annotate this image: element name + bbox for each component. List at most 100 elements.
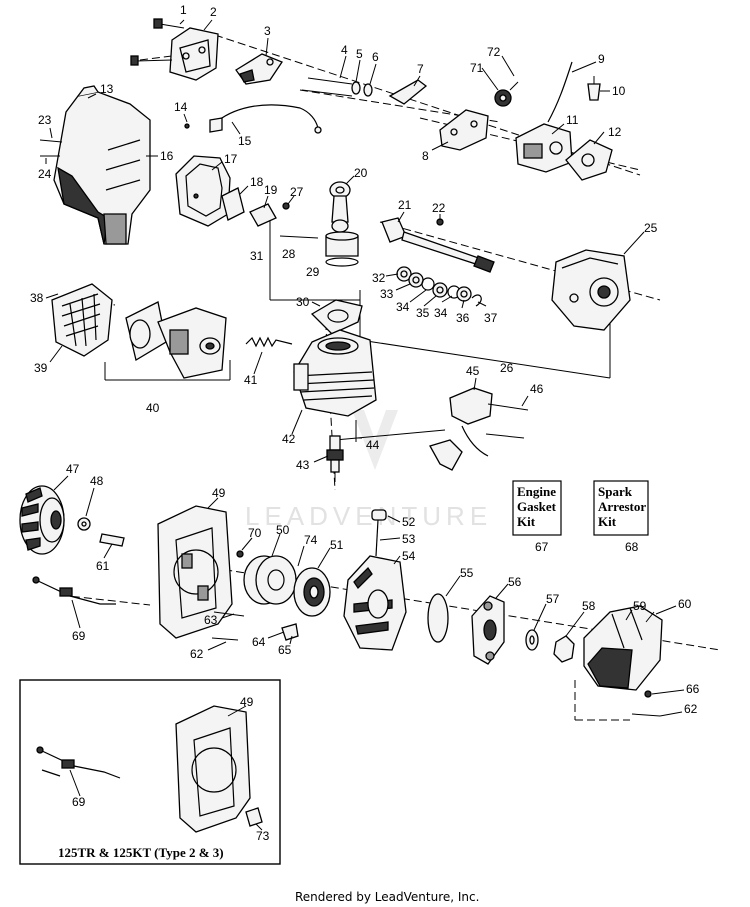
callout-number: 38 <box>30 291 44 305</box>
callout-number: 24 <box>38 167 52 181</box>
callout-number: 41 <box>244 373 258 387</box>
piston <box>279 231 359 267</box>
clutch-51 <box>293 567 331 617</box>
callout-number: 10 <box>612 84 626 98</box>
callout-number: 13 <box>100 82 114 96</box>
callout-number: 44 <box>366 438 380 452</box>
back-plate-17 <box>175 155 231 227</box>
callout-number: 71 <box>470 61 484 75</box>
callout-number: 46 <box>530 382 544 396</box>
callout-number: 51 <box>330 538 344 552</box>
callout-number: 34 <box>434 306 448 320</box>
callout-number: 11 <box>566 113 579 127</box>
plate-19 <box>249 203 277 227</box>
spark-arrestor-kit-box: Spark Arrestor Kit 68 <box>593 480 649 554</box>
callout-number: 18 <box>250 175 264 189</box>
kit-title-line: Arrestor <box>598 499 646 514</box>
filter-cover-39 <box>51 283 113 357</box>
kit-title-line: Engine <box>517 484 556 499</box>
ignition-coil-45 <box>429 387 529 471</box>
bearings <box>396 266 482 307</box>
callout-number: 40 <box>146 401 160 415</box>
callout-number: 34 <box>396 300 410 314</box>
footer-credit: Rendered by LeadVenture, Inc. <box>295 890 479 904</box>
top-parts <box>130 18 613 181</box>
callout-number: 15 <box>238 134 252 148</box>
starter-handle-52 <box>371 509 387 557</box>
callout-number: 7 <box>417 62 424 76</box>
plate-55 <box>427 593 449 643</box>
callout-number: 37 <box>484 311 498 325</box>
spark-plug-43 <box>326 435 344 482</box>
cam-56 <box>471 595 505 665</box>
inset-caption: 125TR & 125KT (Type 2 & 3) <box>58 845 224 860</box>
callout-number: 26 <box>500 361 514 375</box>
callout-number: 56 <box>508 575 522 589</box>
callout-number: 72 <box>487 45 501 59</box>
fuel-hose-9 <box>547 61 573 123</box>
callout-number: 43 <box>296 458 310 472</box>
kit-part-number: 67 <box>535 540 549 554</box>
starter-housing-54 <box>343 555 407 651</box>
cylinder-42 <box>293 299 377 417</box>
watermark-text: LEADVENTURE <box>245 501 492 531</box>
cover-2 <box>169 27 219 81</box>
flywheel-47 <box>19 485 65 555</box>
gear-head-59 <box>583 605 663 691</box>
callout-number: 30 <box>296 295 310 309</box>
callout-number: 6 <box>372 50 379 64</box>
callout-number: 14 <box>174 100 188 114</box>
callout-number: 42 <box>282 432 296 446</box>
callout-number: 28 <box>282 247 296 261</box>
callout-number: 70 <box>248 526 262 540</box>
callout-number: 48 <box>90 474 104 488</box>
housing-49 <box>157 505 233 639</box>
callout-number: 58 <box>582 599 596 613</box>
air-filter-housing <box>39 85 151 245</box>
callout-number: 8 <box>422 149 429 163</box>
kit-title-line: Spark <box>598 484 633 499</box>
callout-number: 47 <box>66 462 80 476</box>
callout-number: 36 <box>456 311 470 325</box>
callout-number: 19 <box>264 183 278 197</box>
callout-number: 61 <box>96 559 110 573</box>
fitting-10 <box>587 83 601 101</box>
callout-number: 4 <box>341 43 348 57</box>
callout-number: 23 <box>38 113 52 127</box>
callout-number: 65 <box>278 643 292 657</box>
callout-number: 22 <box>432 201 446 215</box>
nut-58 <box>553 635 575 663</box>
callout-number: 73 <box>256 829 270 843</box>
callout-number: 21 <box>398 198 412 212</box>
callout-number: 63 <box>204 613 218 627</box>
spring-41 <box>245 336 293 348</box>
ground-wire-15 <box>184 104 322 134</box>
callout-number: 54 <box>402 549 416 563</box>
callout-number: 9 <box>598 52 605 66</box>
lever-7 <box>388 79 428 105</box>
callout-number: 5 <box>356 47 363 61</box>
callout-number: 39 <box>34 361 48 375</box>
kit-part-number: 68 <box>625 540 639 554</box>
callout-number: 69 <box>72 795 86 809</box>
callout-number: 1 <box>180 3 187 17</box>
crankshaft-21 <box>381 217 495 273</box>
callout-number: 55 <box>460 566 474 580</box>
kit-title-line: Kit <box>517 514 536 529</box>
callout-number: 25 <box>644 221 658 235</box>
wire-69 <box>32 576 116 605</box>
callout-number: 45 <box>466 364 480 378</box>
callout-numbers: 1 2 3 4 5 6 7 8 9 10 11 12 13 14 15 16 1… <box>30 3 700 717</box>
callout-number: 32 <box>372 271 386 285</box>
callout-number: 69 <box>72 629 86 643</box>
callout-number: 74 <box>304 533 318 547</box>
air-filter-40 <box>125 301 227 379</box>
callout-number: 64 <box>252 635 266 649</box>
callout-number: 59 <box>633 599 647 613</box>
callout-number: 60 <box>678 597 692 611</box>
plate-8 <box>439 109 489 151</box>
callout-number: 3 <box>264 24 271 38</box>
callout-number: 66 <box>686 682 700 696</box>
callout-number: 2 <box>210 5 217 19</box>
